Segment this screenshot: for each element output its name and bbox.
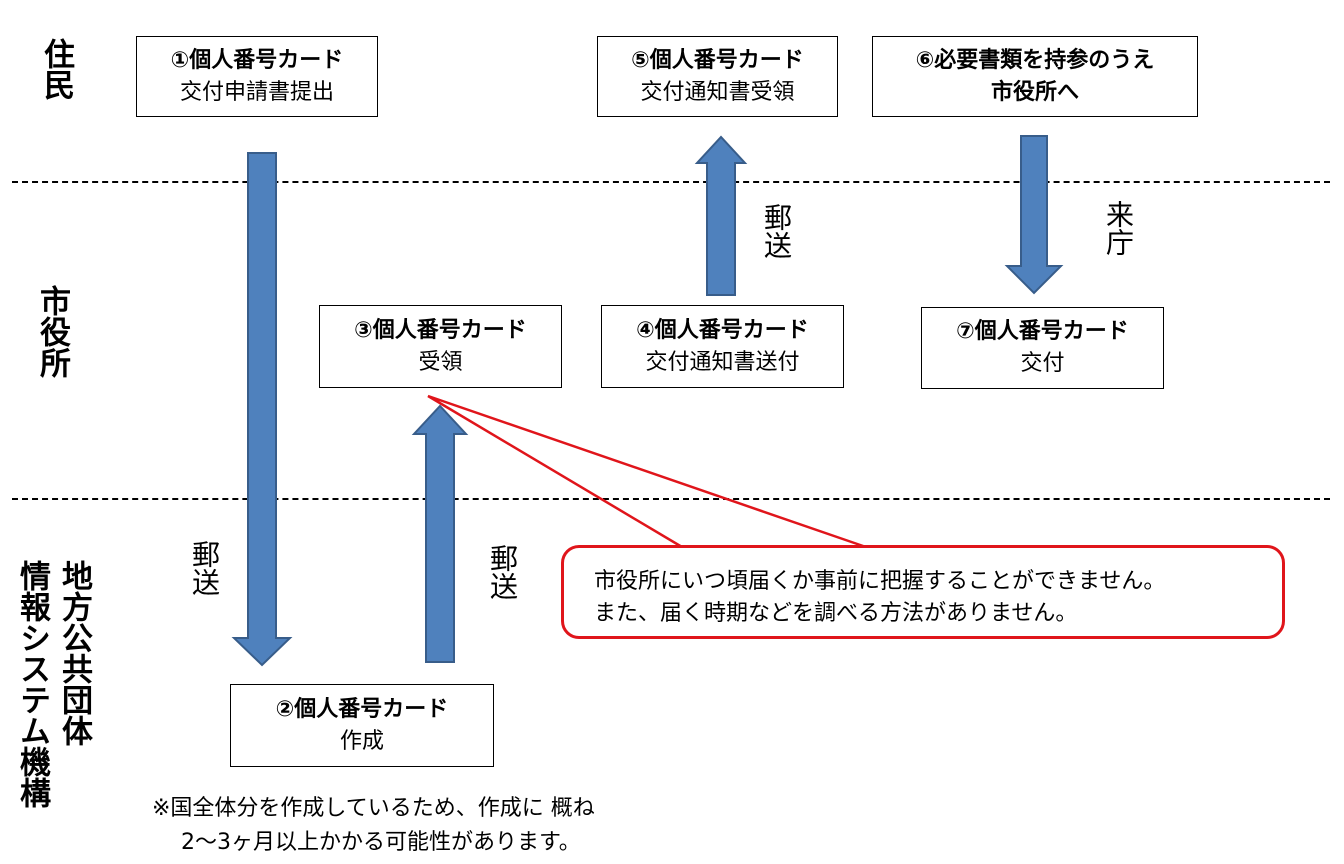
step-2-subtitle: 作成 [339, 728, 384, 754]
arrow-down-visit-6 [1004, 135, 1064, 295]
arrow-label-visit: 来庁 [1102, 200, 1135, 256]
step-5-title: ⑤個人番号カード [631, 47, 804, 73]
step-7-box: ⑦個人番号カード 交付 [921, 307, 1164, 389]
lane-label-city-hall: 市役所 [34, 285, 70, 378]
step-3-box: ③個人番号カード 受領 [319, 305, 562, 388]
lane-label-jlis-col1: 地方公共団体 [56, 560, 92, 746]
lane-label-resident: 住民 [38, 38, 74, 100]
arrow-up-mail-2 [411, 404, 469, 663]
callout-note: 市役所にいつ頃届くか事前に把握することができません。 また、届く時期などを調べる… [561, 545, 1285, 639]
step-7-title: ⑦個人番号カード [956, 319, 1129, 344]
step-4-box: ④個人番号カード 交付通知書送付 [601, 305, 844, 388]
step-1-title: ①個人番号カード [170, 47, 344, 73]
step-3-subtitle: 受領 [418, 349, 463, 375]
step-1-box: ①個人番号カード 交付申請書提出 [136, 36, 378, 117]
arrow-label-mail-1: 郵送 [188, 540, 221, 596]
arrow-label-mail-4: 郵送 [760, 203, 793, 259]
callout-line-2: また、届く時期などを調べる方法がありません。 [594, 601, 1078, 626]
step-3-title: ③個人番号カード [354, 317, 527, 343]
arrow-down-mail-1 [231, 152, 293, 667]
arrow-up-mail-4 [694, 135, 748, 296]
step-4-subtitle: 交付通知書送付 [645, 349, 800, 375]
step-1-subtitle: 交付申請書提出 [179, 79, 334, 105]
step-6-box: ⑥必要書類を持参のうえ 市役所へ [872, 36, 1198, 117]
callout-pointer [427, 394, 867, 549]
step-6-title: ⑥必要書類を持参のうえ [915, 47, 1155, 73]
lane-label-jlis-col2: 情報システム機構 [14, 560, 50, 808]
footnote-line-2: 2～3ヶ月以上かかる可能性があります。 [181, 830, 581, 855]
step-5-box: ⑤個人番号カード 交付通知書受領 [597, 36, 838, 117]
step-2-box: ②個人番号カード 作成 [230, 684, 494, 767]
lane-divider-top [12, 181, 1330, 183]
arrow-label-mail-2: 郵送 [486, 544, 519, 600]
step-7-subtitle: 交付 [1020, 351, 1065, 376]
step-4-title: ④個人番号カード [636, 317, 809, 343]
footnote-line-1: ※国全体分を作成しているため、作成に 概ね [152, 796, 595, 821]
step-6-subtitle: 市役所へ [990, 79, 1079, 105]
lane-divider-bottom [12, 498, 1330, 500]
step-2-title: ②個人番号カード [275, 696, 449, 722]
callout-line-1: 市役所にいつ頃届くか事前に把握することができません。 [594, 569, 1166, 594]
step-5-subtitle: 交付通知書受領 [640, 79, 795, 105]
